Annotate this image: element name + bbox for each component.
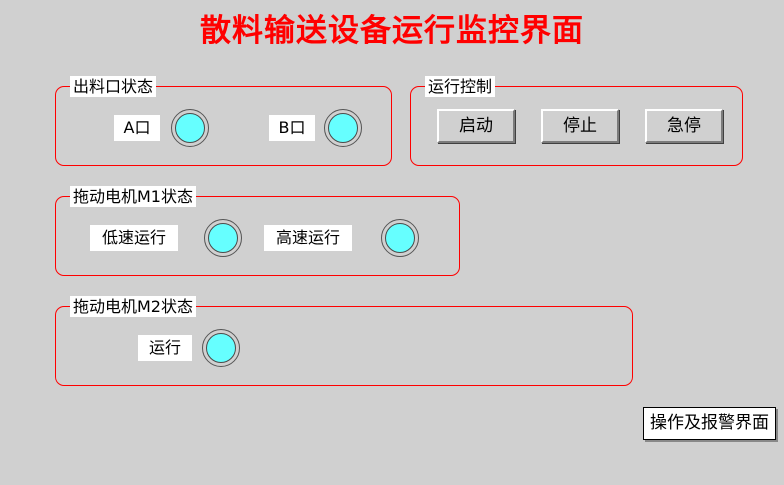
- panel-discharge-status-title: 出料口状态: [70, 76, 157, 97]
- emergency-stop-button[interactable]: 急停: [645, 109, 723, 143]
- indicator-lamp-icon-m1-low-speed: [204, 219, 242, 257]
- open-alarm-screen-button[interactable]: 操作及报警界面: [643, 407, 776, 440]
- lamp-glass: [208, 223, 238, 253]
- panel-motor-m1-status: 拖动电机M1状态 低速运行 高速运行: [55, 186, 460, 276]
- label-m1-high-speed: 高速运行: [264, 225, 352, 251]
- lamp-glass: [206, 333, 236, 363]
- label-m1-low-speed: 低速运行: [90, 225, 178, 251]
- indicator-lamp-icon-port-a: [171, 109, 209, 147]
- start-button[interactable]: 启动: [437, 109, 515, 143]
- label-m2-running: 运行: [138, 335, 192, 361]
- panel-run-control: 运行控制 启动 停止 急停: [410, 76, 743, 166]
- lamp-glass: [175, 113, 205, 143]
- panel-motor-m2-status: 拖动电机M2状态 运行: [55, 296, 633, 386]
- lamp-glass: [328, 113, 358, 143]
- indicator-lamp-icon-m1-high-speed: [381, 219, 419, 257]
- page-title: 散料输送设备运行监控界面: [200, 13, 584, 49]
- panel-run-control-title: 运行控制: [425, 76, 496, 97]
- indicator-lamp-icon-m2-running: [202, 329, 240, 367]
- panel-discharge-status: 出料口状态 A口 B口: [55, 76, 392, 166]
- label-discharge-port-b: B口: [269, 115, 315, 141]
- stop-button[interactable]: 停止: [541, 109, 619, 143]
- lamp-glass: [385, 223, 415, 253]
- panel-motor-m2-status-title: 拖动电机M2状态: [70, 296, 196, 317]
- panel-motor-m1-status-title: 拖动电机M1状态: [70, 186, 196, 207]
- label-discharge-port-a: A口: [114, 115, 160, 141]
- indicator-lamp-icon-port-b: [324, 109, 362, 147]
